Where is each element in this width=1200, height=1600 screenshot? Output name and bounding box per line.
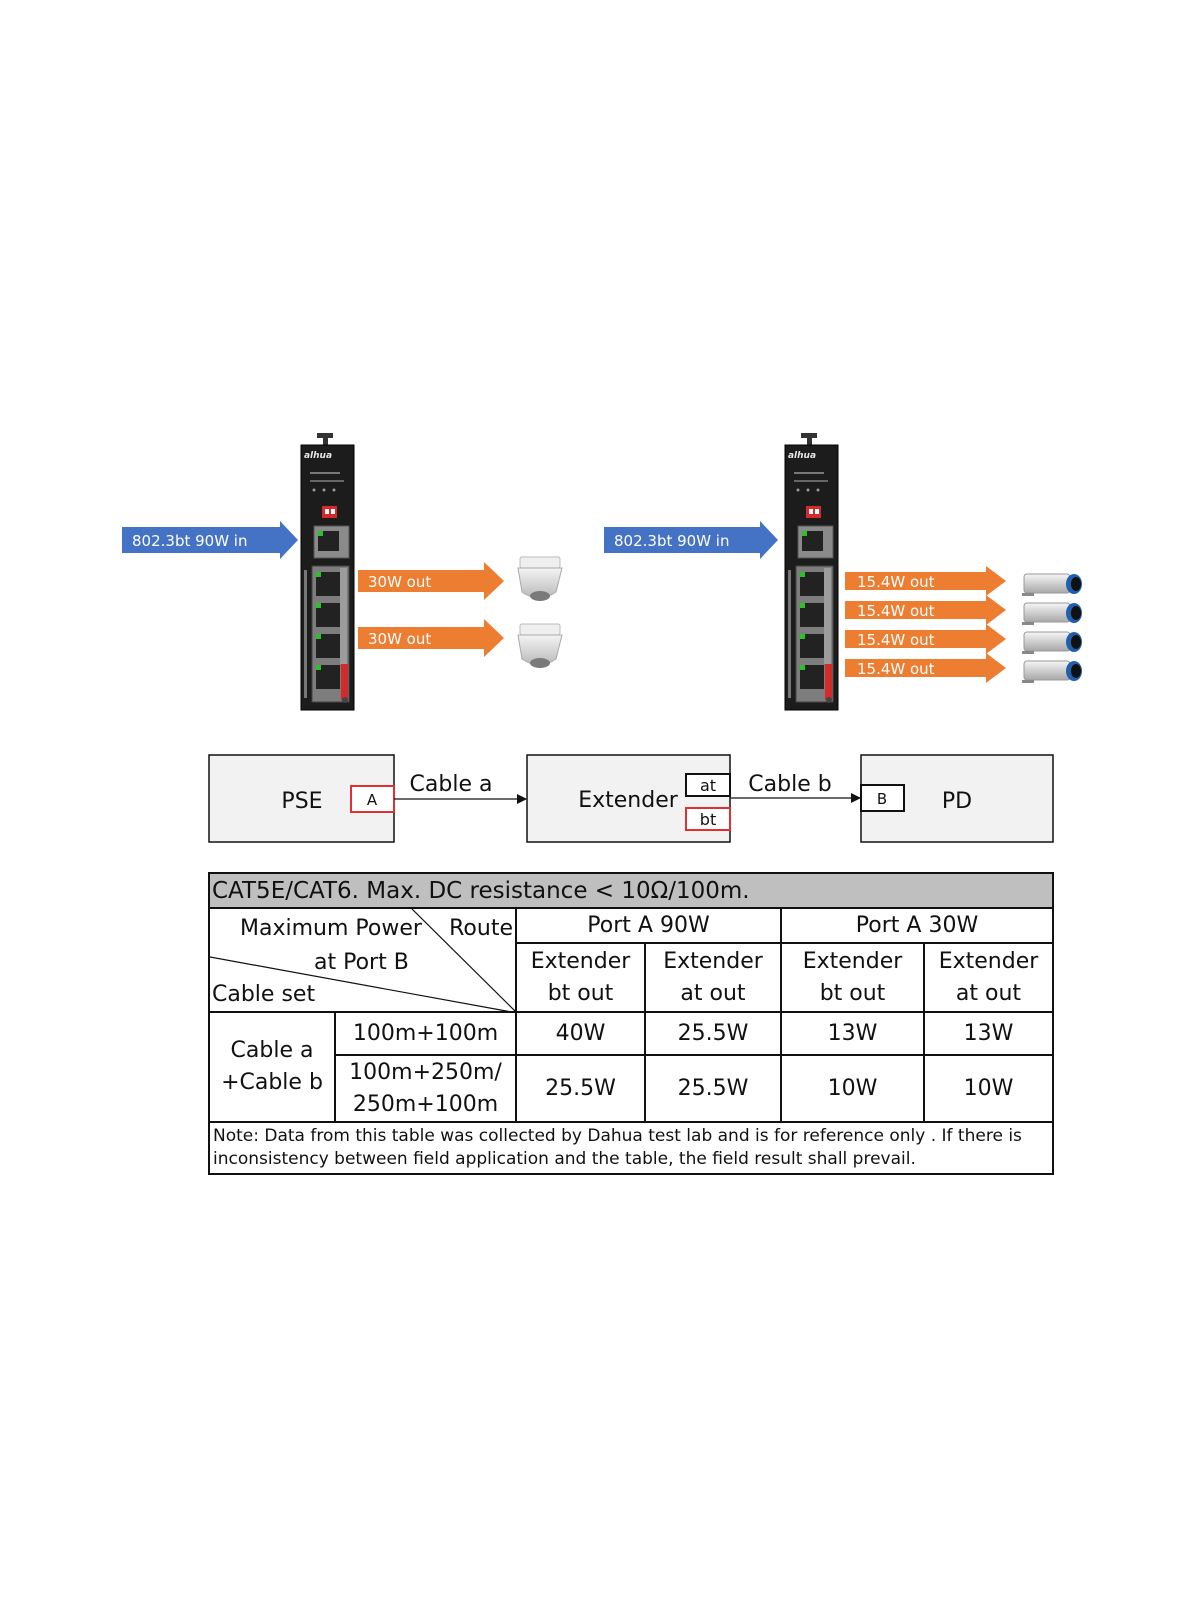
right-switch-group: alhua 802.3bt 90W in 15.4W out: [604, 433, 1082, 711]
corner-at-port-b: at Port B: [314, 950, 409, 975]
corner-max-power: Maximum Power: [240, 916, 422, 941]
table-cell: 10W: [923, 1054, 1054, 1123]
box-camera-2: [1022, 602, 1082, 625]
table-note: Note: Data from this table was collected…: [208, 1121, 1054, 1175]
port-bt-label: bt: [700, 810, 716, 829]
table-corner-cell: Maximum Power Route at Port B Cable set: [208, 907, 517, 1013]
right-output-arrow-1: 15.4W out: [845, 566, 1006, 596]
right-output-arrow-4: 15.4W out: [845, 653, 1006, 683]
right-output-label: 15.4W out: [857, 631, 935, 649]
cable-a-label: Cable a: [410, 772, 493, 797]
corner-diagonals: [211, 910, 514, 1010]
left-output-arrow-1: 30W out: [358, 562, 504, 600]
port-at-box: [685, 773, 731, 797]
flow-diagram: PSE A Cable a Extender at bt Cable b B P…: [208, 754, 1054, 843]
right-switch-brand: alhua: [788, 451, 816, 461]
port-b-label: B: [877, 790, 887, 808]
corner-cable-set: Cable set: [212, 982, 316, 1007]
table-cell: 13W: [780, 1011, 925, 1056]
table-cell: 13W: [923, 1011, 1054, 1056]
table-header-row: CAT5E/CAT6. Max. DC resistance < 10Ω/100…: [208, 872, 1054, 909]
table-row: 100m+250m/250m+100m 25.5W 25.5W 10W 10W: [209, 1054, 1054, 1123]
right-output-arrow-2: 15.4W out: [845, 595, 1006, 625]
port-a-label: A: [367, 791, 378, 809]
box-camera-4: [1022, 660, 1082, 683]
pd-label: PD: [942, 789, 972, 814]
table-cell: 40W: [515, 1011, 646, 1056]
left-poe-switch: alhua: [300, 433, 355, 711]
right-output-label: 15.4W out: [857, 573, 935, 591]
cable-length-cell: 100m+250m/250m+100m: [334, 1054, 517, 1123]
right-input-arrow: 802.3bt 90W in: [604, 521, 778, 559]
table-row: Maximum Power Route at Port B Cable set …: [208, 907, 1054, 1013]
table-cell: 25.5W: [515, 1054, 646, 1123]
right-input-label: 802.3bt 90W in: [614, 532, 729, 550]
port-bt-box: [685, 807, 731, 831]
pse-label: PSE: [281, 789, 322, 814]
table-cell: 25.5W: [644, 1054, 782, 1123]
right-output-label: 15.4W out: [857, 602, 935, 620]
corner-route: Route: [449, 916, 513, 941]
right-output-label: 15.4W out: [857, 660, 935, 678]
table-header: CAT5E/CAT6. Max. DC resistance < 10Ω/100…: [208, 872, 1054, 909]
table-cell: 25.5W: [644, 1011, 782, 1056]
extender-label: Extender: [578, 788, 679, 813]
left-output-label: 30W out: [368, 630, 431, 648]
left-input-label: 802.3bt 90W in: [132, 532, 247, 550]
table-cell: 10W: [780, 1054, 925, 1123]
row-group-cell: Cable a+Cable b: [208, 1011, 336, 1123]
left-switch-group: alhua 802.3bt 90W in 30W out: [122, 433, 563, 711]
dome-camera-2: [517, 623, 563, 668]
box-camera-3: [1022, 631, 1082, 654]
right-output-arrow-3: 15.4W out: [845, 624, 1006, 654]
left-switch-brand: alhua: [304, 451, 332, 461]
port-at-label: at: [700, 776, 716, 795]
cable-length-cell: 100m+100m: [334, 1011, 517, 1056]
cable-b-label: Cable b: [748, 772, 831, 797]
power-table: CAT5E/CAT6. Max. DC resistance < 10Ω/100…: [208, 872, 1054, 1175]
left-output-label: 30W out: [368, 573, 431, 591]
table-row: Cable a+Cable b 100m+100m 40W 25.5W 13W …: [208, 1011, 1054, 1123]
port-a-box: [350, 785, 395, 813]
left-input-arrow: 802.3bt 90W in: [122, 521, 298, 559]
port-b-box: [860, 784, 905, 812]
box-camera-1: [1022, 573, 1082, 596]
table-note-row: Note: Data from this table was collected…: [208, 1121, 1054, 1175]
left-output-arrow-2: 30W out: [358, 619, 504, 657]
dome-camera-1: [517, 556, 563, 601]
group-port-a-30w: Port A 30W: [780, 907, 1054, 944]
group-port-a-90w: Port A 90W: [515, 907, 782, 944]
right-poe-switch: alhua: [784, 433, 839, 711]
